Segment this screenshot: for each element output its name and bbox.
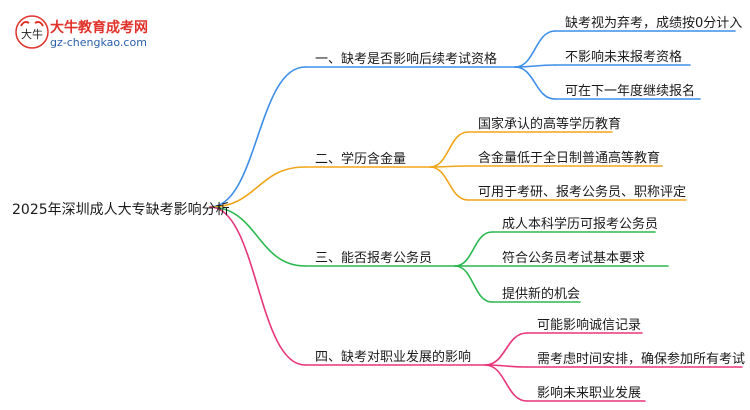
root-branch-connector	[209, 66, 306, 208]
root-branch-connector	[209, 166, 306, 208]
leaf-item: 缺考视为弃考，成绩按0分计入	[565, 16, 743, 31]
branch-leaf-connector	[514, 30, 556, 68]
bull-logo-icon: 大牛	[15, 15, 49, 49]
branch-degree-value: 二、学历含金量	[315, 152, 407, 167]
branch-exam-eligibility: 一、缺考是否影响后续考试资格	[315, 52, 498, 67]
branch-career-impact: 四、缺考对职业发展的影响	[315, 350, 472, 365]
leaf-item: 需考虑时间安排，确保参加所有考试	[537, 352, 746, 367]
leaf-item: 可能影响诚信记录	[537, 318, 642, 333]
site-name: 大牛教育成考网	[50, 20, 148, 36]
branch-leaf-connector	[484, 332, 528, 366]
site-logo: 大牛 大牛教育成考网 gz-chengkao.com	[6, 8, 176, 49]
branch-leaf-connector	[429, 131, 469, 168]
branch-leaf-connector	[454, 265, 493, 303]
site-url: gz-chengkao.com	[50, 36, 147, 49]
leaf-item: 符合公务员考试基本要求	[502, 251, 646, 266]
root-branch-connector	[209, 206, 306, 366]
branch-leaf-connector	[429, 166, 469, 201]
leaf-item: 不影响未来报考资格	[565, 50, 683, 65]
leaf-item: 可在下一年度继续报名	[565, 84, 696, 99]
leaf-item: 可用于考研、报考公务员、职称评定	[478, 185, 687, 200]
branch-leaf-connector	[454, 231, 493, 267]
branch-leaf-connector	[514, 66, 556, 100]
leaf-item: 含金量低于全日制普通高等教育	[478, 151, 661, 166]
leaf-item: 国家承认的高等学历教育	[478, 117, 622, 132]
leaf-item: 提供新的机会	[502, 287, 581, 302]
leaf-item: 影响未来职业发展	[537, 386, 642, 401]
root-branch-connector	[209, 206, 306, 267]
branch-civil-service: 三、能否报考公务员	[315, 251, 433, 266]
svg-text:大牛: 大牛	[21, 27, 43, 41]
root-topic: 2025年深圳成人大专缺考影响分析	[12, 202, 230, 218]
leaf-item: 成人本科学历可报考公务员	[502, 217, 659, 232]
branch-leaf-connector	[484, 364, 528, 402]
